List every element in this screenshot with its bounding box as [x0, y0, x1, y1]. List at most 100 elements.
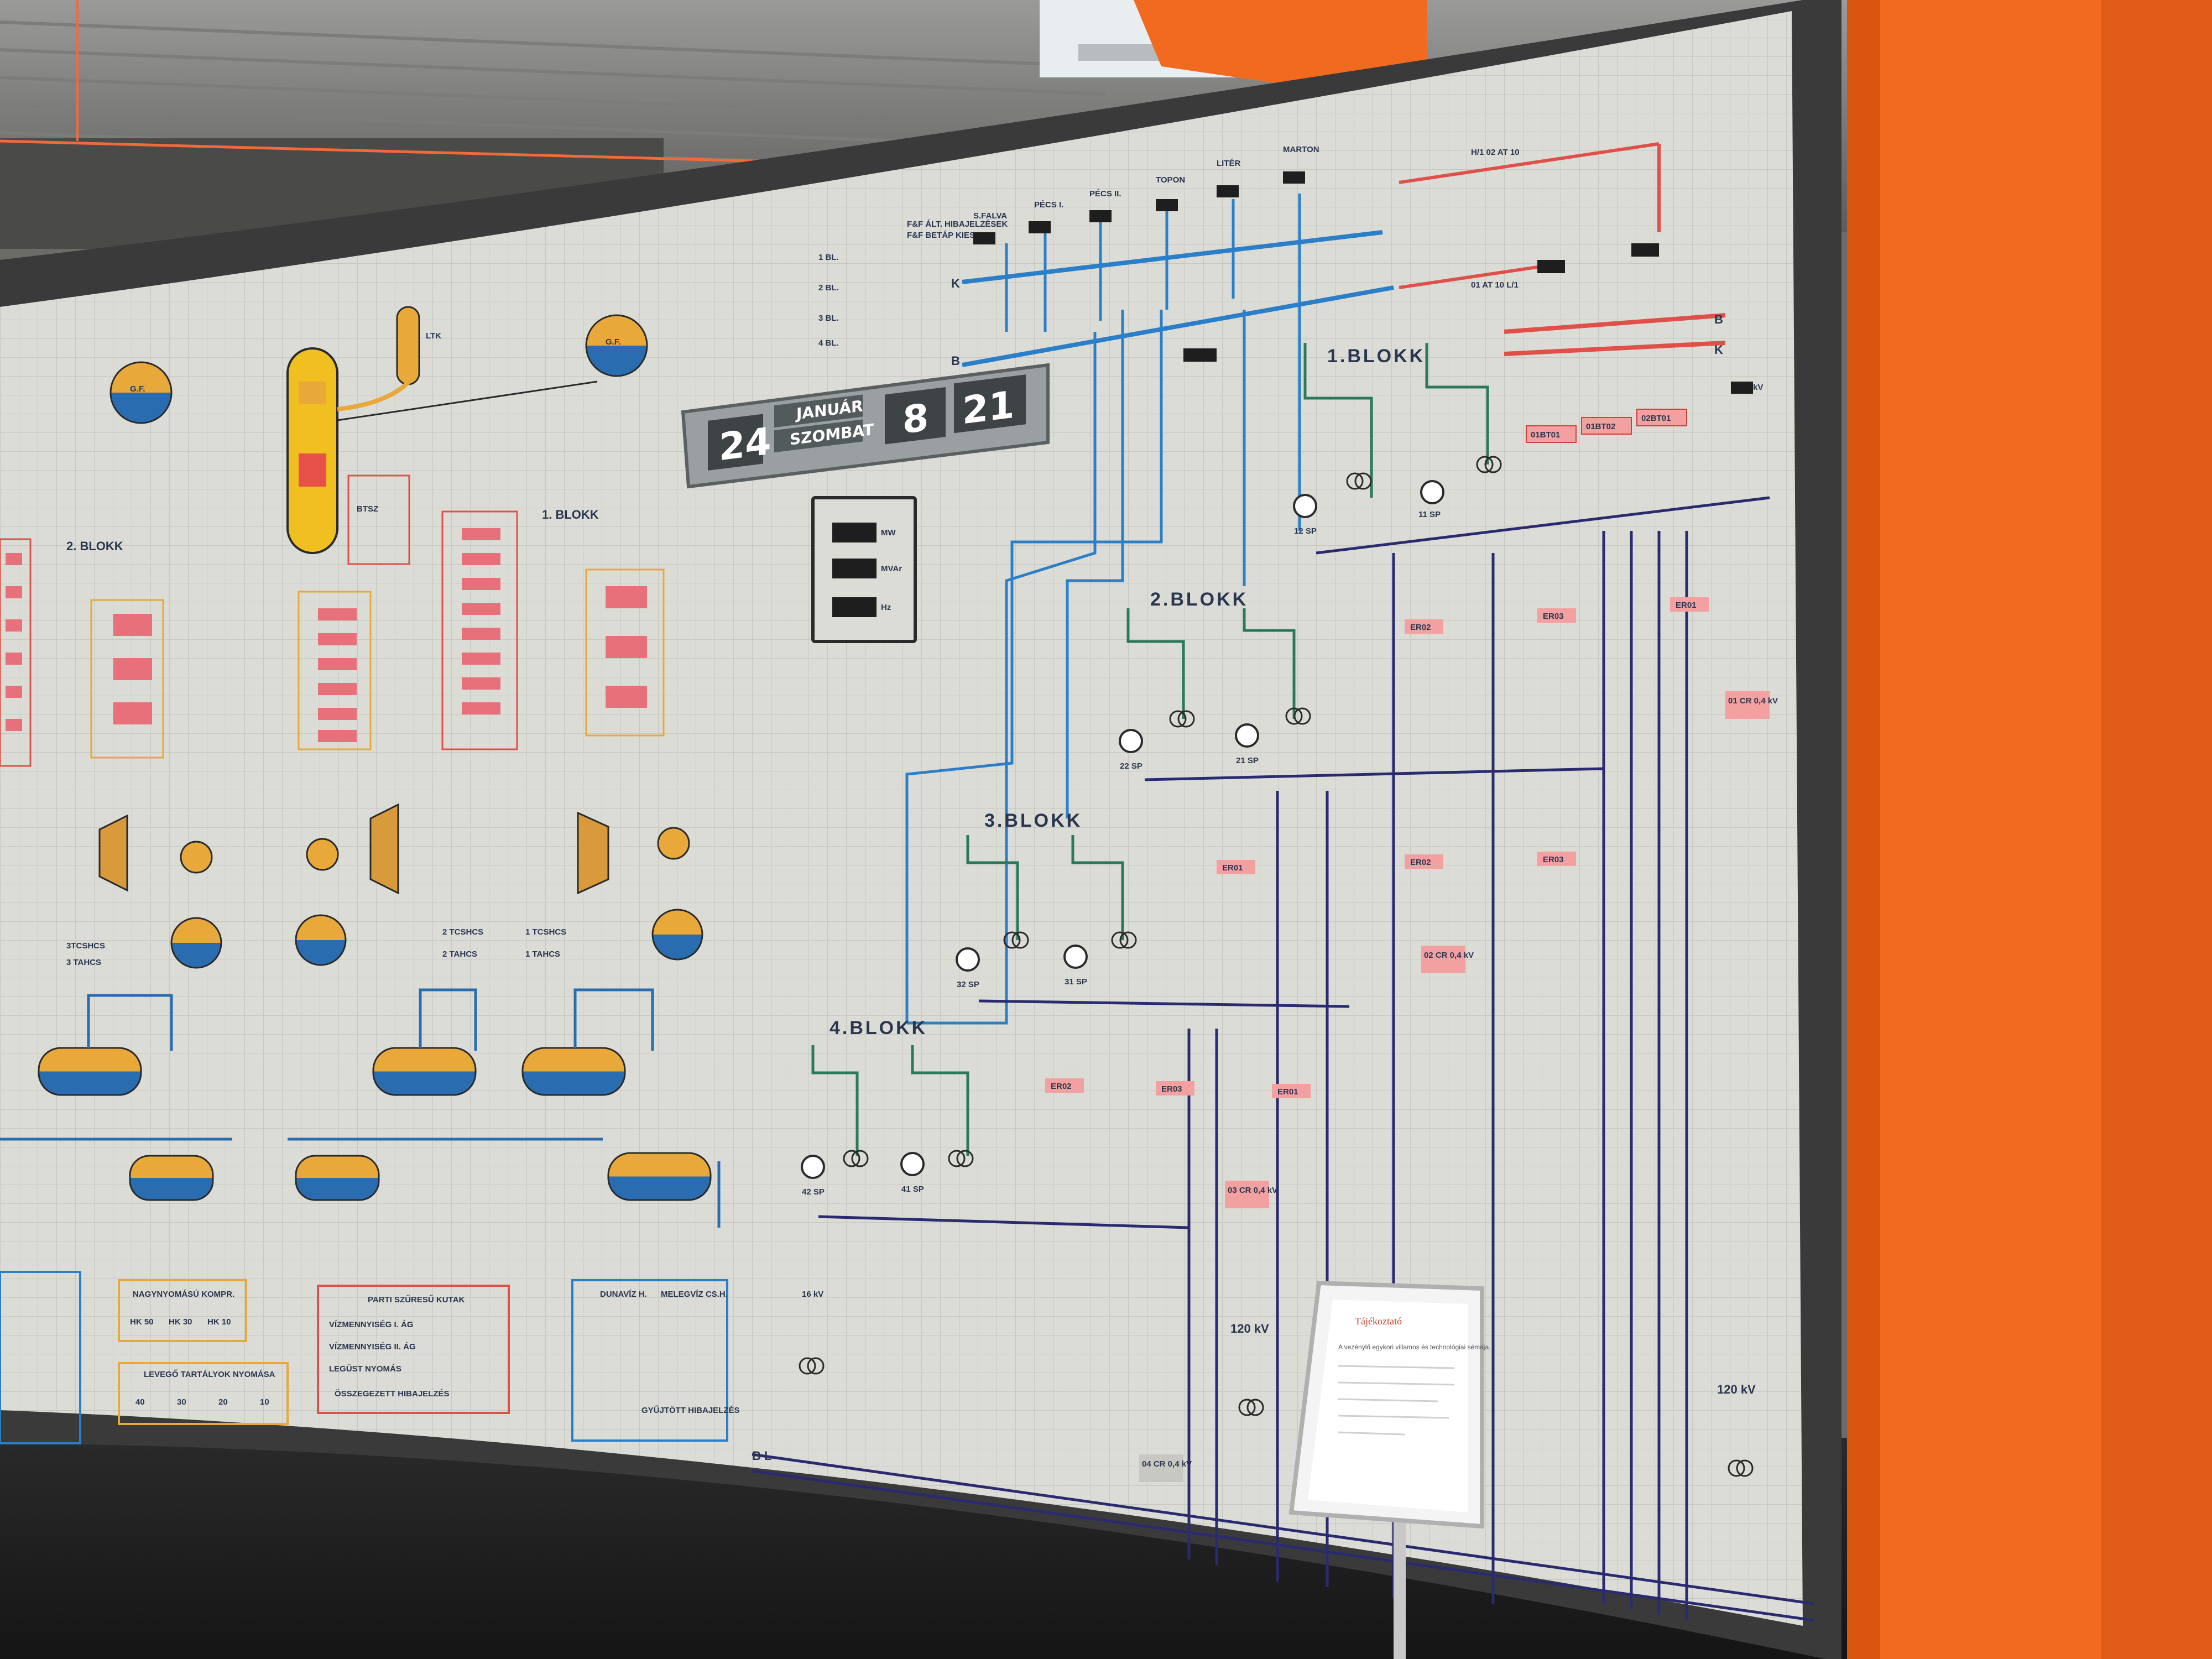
- generators: [801, 480, 1444, 1179]
- tag-02bt01: 02BT01: [1641, 414, 1671, 423]
- svg-text:LTK: LTK: [426, 331, 441, 341]
- svg-text:HK 30: HK 30: [169, 1317, 192, 1327]
- svg-text:01 CR 0,4 kV: 01 CR 0,4 kV: [1728, 696, 1778, 706]
- kv-label: kV: [1753, 383, 1763, 392]
- svg-text:ER01: ER01: [1222, 863, 1243, 873]
- svg-text:20: 20: [218, 1397, 228, 1407]
- thermal-section: G.F. G.F. LTK BTSZ 1 BL. 2 BL. 3 BL. 4 B…: [0, 253, 839, 1228]
- feed-meters: [973, 171, 1753, 394]
- feed-pecs2: PÉCS II.: [1089, 189, 1121, 199]
- kv120-label-2: 120 kV: [1717, 1383, 1756, 1396]
- svg-text:VÍZMENNYISÉG I. ÁG: VÍZMENNYISÉG I. ÁG: [329, 1320, 414, 1329]
- svg-text:ER03: ER03: [1543, 612, 1564, 621]
- svg-text:ER03: ER03: [1543, 855, 1564, 864]
- svg-text:40: 40: [135, 1397, 145, 1407]
- svg-text:31 SP: 31 SP: [1065, 977, 1087, 987]
- betap-label: F&F BETÁP KIESETT: [907, 231, 990, 240]
- feed-marton: MARTON: [1283, 145, 1319, 154]
- block1-gen: 1. BLOKK: [542, 508, 599, 521]
- generator-labels: 12 SP 11 SP 22 SP 21 SP 32 SP 31 SP 42 S…: [802, 510, 1441, 1197]
- svg-text:3 BL.: 3 BL.: [818, 314, 839, 323]
- feed-topon: TOPON: [1156, 175, 1185, 185]
- er-cr-tags: ER01 ER02 ER03 ER01 ER02 ER03 ER02 ER03 …: [752, 597, 1778, 1482]
- busbars-top: [962, 142, 1726, 367]
- svg-text:03 CR 0,4 kV: 03 CR 0,4 kV: [1228, 1186, 1277, 1195]
- block-labels: 1.BLOKK 2.BLOKK 3.BLOKK 4.BLOKK 1. BLOKK…: [66, 346, 1425, 1039]
- svg-text:LEVEGŐ TARTÁLYOK NYOMÁSA: LEVEGŐ TARTÁLYOK NYOMÁSA: [144, 1369, 275, 1379]
- block2-el: 2.BLOKK: [1150, 589, 1248, 610]
- svg-text:G.F.: G.F.: [130, 384, 145, 394]
- kv16-label: 16 kV: [802, 1290, 823, 1299]
- svg-text:1 BL.: 1 BL.: [818, 253, 839, 262]
- svg-text:HK 50: HK 50: [130, 1317, 154, 1327]
- block4-el: 4.BLOKK: [830, 1018, 927, 1039]
- feed-liter: LITÉR: [1217, 159, 1240, 168]
- electrical-lines: [752, 293, 1814, 1622]
- svg-text:PARTI SZŰRESŰ KUTAK: PARTI SZŰRESŰ KUTAK: [368, 1295, 465, 1305]
- svg-text:ER01: ER01: [1277, 1087, 1298, 1097]
- meter-mvar: MVAr: [881, 564, 902, 573]
- svg-text:3TCSHCS: 3TCSHCS: [66, 941, 105, 951]
- svg-text:2 TAHCS: 2 TAHCS: [442, 950, 477, 959]
- top-labels: F&F ÁLT. HIBAJELZÉSEK F&F BETÁP KIESETT …: [907, 145, 1763, 392]
- svg-text:BTSZ: BTSZ: [357, 504, 378, 514]
- sign-body: A vezénylő egykori villamos és technológ…: [1338, 1343, 1490, 1351]
- svg-text:1 TCSHCS: 1 TCSHCS: [525, 927, 566, 937]
- svg-text:2 BL.: 2 BL.: [818, 283, 839, 293]
- svg-text:41 SP: 41 SP: [901, 1185, 924, 1194]
- svg-text:ER03: ER03: [1161, 1084, 1182, 1094]
- svg-text:32 SP: 32 SP: [957, 980, 979, 989]
- svg-text:ER02: ER02: [1410, 858, 1431, 867]
- busbar-b: B: [951, 354, 960, 368]
- svg-text:22 SP: 22 SP: [1120, 761, 1142, 771]
- svg-text:G.F.: G.F.: [606, 337, 621, 347]
- calendar-day: 24: [719, 420, 771, 469]
- calendar-clock: 24 JANUÁR SZOMBAT 8 21: [681, 363, 1050, 489]
- busbar-k-right: K: [1714, 343, 1723, 357]
- tag-01bt02: 01BT02: [1586, 422, 1615, 431]
- block3-el: 3.BLOKK: [984, 810, 1082, 831]
- svg-text:3 TAHCS: 3 TAHCS: [66, 958, 101, 967]
- meter-hz: Hz: [881, 603, 891, 612]
- hl-at-label: H/1 02 AT 10: [1471, 148, 1520, 157]
- svg-text:ÖSSZEGEZETT HIBAJELZÉS: ÖSSZEGEZETT HIBAJELZÉS: [335, 1389, 450, 1399]
- clock-hour: 8: [902, 396, 928, 443]
- svg-text:NAGYNYOMÁSÚ KOMPR.: NAGYNYOMÁSÚ KOMPR.: [133, 1289, 234, 1299]
- bl-label: B L: [752, 1449, 771, 1463]
- clock-minute: 21: [962, 383, 1015, 433]
- svg-text:10: 10: [260, 1397, 269, 1407]
- svg-text:ER02: ER02: [1051, 1082, 1072, 1091]
- svg-text:2 TCSHCS: 2 TCSHCS: [442, 927, 483, 937]
- sign-heading: Tájékoztató: [1355, 1316, 1402, 1327]
- svg-text:04 CR 0,4 kV: 04 CR 0,4 kV: [1142, 1459, 1192, 1469]
- svg-text:VÍZMENNYISÉG II. ÁG: VÍZMENNYISÉG II. ÁG: [329, 1342, 416, 1352]
- tag-boxes-top: 01BT01 01BT02 02BT01: [1526, 409, 1687, 443]
- busbar-k: K: [951, 276, 960, 290]
- fap-label: F&F ÁLT. HIBAJELZÉSEK: [907, 220, 1008, 229]
- orange-pillar: [1847, 0, 2212, 1659]
- block2-gen: 2. BLOKK: [66, 539, 123, 553]
- svg-text:HK 10: HK 10: [207, 1317, 231, 1327]
- svg-text:12 SP: 12 SP: [1294, 526, 1317, 536]
- svg-text:4 BL.: 4 BL.: [818, 338, 839, 348]
- block1-el: 1.BLOKK: [1327, 346, 1425, 367]
- svg-text:MELEGVÍZ CS.H.: MELEGVÍZ CS.H.: [661, 1290, 728, 1299]
- meter-box: MW MVAr Hz: [811, 496, 917, 643]
- svg-text:GYŰJTÖTT HIBAJELZÉS: GYŰJTÖTT HIBAJELZÉS: [641, 1405, 740, 1415]
- svg-text:30: 30: [177, 1397, 186, 1407]
- svg-text:ER01: ER01: [1676, 601, 1697, 610]
- svg-text:LEGÜST NYOMÁS: LEGÜST NYOMÁS: [329, 1364, 401, 1374]
- svg-text:42 SP: 42 SP: [802, 1187, 825, 1197]
- tag-01bt01: 01BT01: [1531, 430, 1560, 440]
- feed-sfalva: S.FALVA: [973, 211, 1007, 221]
- svg-text:1 TAHCS: 1 TAHCS: [525, 950, 560, 959]
- transformers: [799, 456, 1754, 1477]
- lower-left-boxes: NAGYNYOMÁSÚ KOMPR. HK 50 HK 30 HK 10 LEV…: [0, 1271, 740, 1444]
- busbar-b-right: B: [1714, 312, 1723, 326]
- info-sign: Tájékoztató A vezénylő egykori villamos …: [1288, 1280, 1490, 1659]
- svg-text:DUNAVÍZ H.: DUNAVÍZ H.: [600, 1290, 647, 1299]
- mimic-panel: [0, 11, 1803, 1626]
- svg-text:02 CR 0,4 kV: 02 CR 0,4 kV: [1424, 951, 1474, 960]
- l1-at-label: 01 AT 10 L/1: [1471, 280, 1519, 290]
